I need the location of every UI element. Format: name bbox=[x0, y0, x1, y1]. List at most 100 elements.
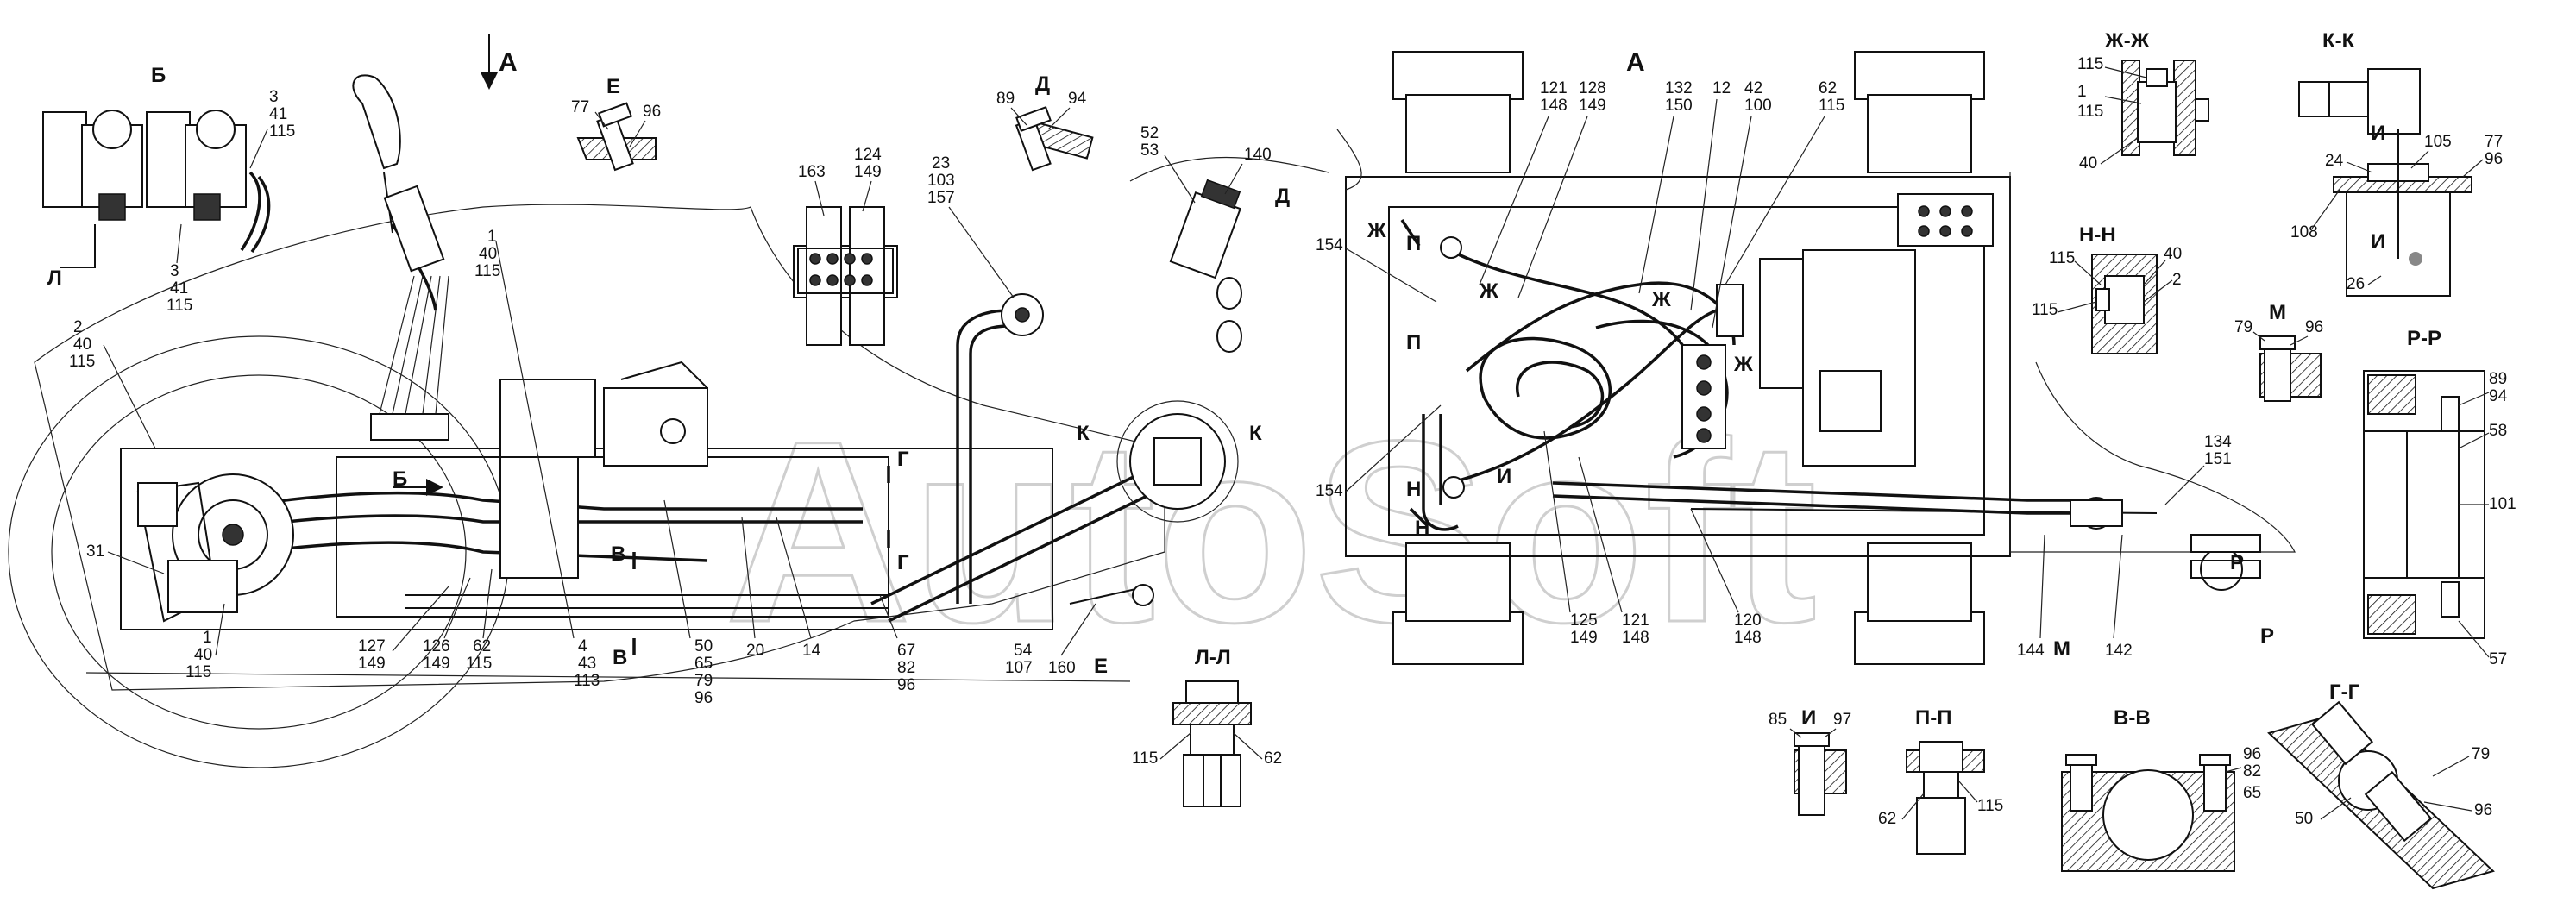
callout-96: 96 bbox=[2485, 150, 2503, 168]
callout-1: 1 bbox=[203, 629, 212, 647]
callout-121: 121 bbox=[1622, 611, 1649, 630]
section-v-v: В-В 96 82 65 bbox=[2061, 706, 2261, 872]
callout-157: 157 bbox=[927, 189, 955, 207]
callout-115: 115 bbox=[2032, 301, 2058, 319]
cut-mark-v-top: В bbox=[611, 542, 625, 566]
cut-mark-k-left: К bbox=[1077, 422, 1090, 445]
cut-mark-i: И bbox=[2371, 122, 2385, 145]
callout-96: 96 bbox=[897, 676, 915, 694]
callout-115: 115 bbox=[166, 297, 192, 315]
view-b: Б Л 3 41 115 3 41 115 bbox=[42, 64, 295, 315]
callout-144: 144 bbox=[2017, 642, 2045, 660]
section-n-n: Н-Н 115 40 2 115 bbox=[2032, 223, 2182, 354]
section-p-p: П-П 62 115 bbox=[1878, 706, 2003, 855]
callout-101: 101 bbox=[2489, 495, 2516, 513]
callout-79: 79 bbox=[694, 672, 713, 690]
callout-94: 94 bbox=[1068, 90, 1087, 108]
section-zh-zh-title: Ж-Ж bbox=[2104, 29, 2150, 53]
callout-132: 132 bbox=[1665, 79, 1693, 97]
callout-89: 89 bbox=[996, 90, 1015, 108]
callout-53: 53 bbox=[1140, 141, 1159, 160]
callout-125: 125 bbox=[1570, 611, 1598, 630]
callout-40: 40 bbox=[479, 245, 497, 263]
callout-1: 1 bbox=[487, 228, 497, 246]
callout-154: 154 bbox=[1316, 482, 1343, 500]
section-k-k: К-К И И 24 105 77 96 108 26 bbox=[2290, 29, 2503, 297]
cut-mark-g-top: Г bbox=[897, 448, 909, 471]
view-b-title: Б bbox=[151, 64, 166, 87]
callout-107: 107 bbox=[1005, 659, 1033, 677]
cut-mark-p: П bbox=[1406, 331, 1421, 354]
callout-67: 67 bbox=[897, 642, 915, 660]
callout-163: 163 bbox=[798, 163, 826, 181]
callout-134: 134 bbox=[2204, 433, 2232, 451]
cut-mark-p: П bbox=[1406, 232, 1421, 255]
callout-124: 124 bbox=[854, 146, 882, 164]
callout-79: 79 bbox=[2472, 745, 2490, 763]
callout-3: 3 bbox=[269, 88, 279, 106]
callout-96: 96 bbox=[694, 689, 713, 707]
callout-41: 41 bbox=[170, 279, 188, 298]
callout-41: 41 bbox=[269, 105, 287, 123]
callout-2: 2 bbox=[2172, 271, 2182, 289]
section-r-r: Р-Р 89 94 58 101 57 bbox=[2363, 327, 2516, 668]
callout-82: 82 bbox=[897, 659, 915, 677]
callout-148: 148 bbox=[1734, 629, 1762, 647]
callout-115: 115 bbox=[1977, 797, 2003, 815]
view-i: И 85 97 bbox=[1769, 706, 1851, 816]
callout-40: 40 bbox=[2079, 154, 2097, 172]
callout-154: 154 bbox=[1316, 236, 1343, 254]
callout-82: 82 bbox=[2243, 762, 2261, 781]
callout-26: 26 bbox=[2347, 275, 2365, 293]
section-k-k-title: К-К bbox=[2322, 29, 2355, 53]
callout-40: 40 bbox=[194, 646, 212, 664]
callout-126: 126 bbox=[423, 637, 450, 655]
callout-50: 50 bbox=[2295, 810, 2313, 828]
callout-3: 3 bbox=[170, 262, 179, 280]
callout-115: 115 bbox=[1132, 749, 1158, 768]
callout-149: 149 bbox=[1570, 629, 1598, 647]
callout-52: 52 bbox=[1140, 124, 1159, 142]
callout-115: 115 bbox=[1819, 97, 1844, 115]
callout-149: 149 bbox=[1579, 97, 1606, 115]
view-a-title: А bbox=[1626, 48, 1645, 77]
section-v-v-title: В-В bbox=[2114, 706, 2151, 730]
detail-52-140: 52 53 140 bbox=[1129, 124, 1329, 353]
callout-89: 89 bbox=[2489, 370, 2507, 388]
callout-77: 77 bbox=[571, 98, 589, 116]
view-m: М 79 96 bbox=[2234, 301, 2323, 402]
view-arrow-b-label: Б bbox=[393, 467, 407, 491]
callout-65: 65 bbox=[694, 655, 713, 673]
callout-128: 128 bbox=[1579, 79, 1606, 97]
callout-140: 140 bbox=[1244, 146, 1272, 164]
cut-mark-r: Р bbox=[2260, 624, 2274, 648]
callout-149: 149 bbox=[423, 655, 450, 673]
callout-96: 96 bbox=[2474, 801, 2492, 819]
callout-40: 40 bbox=[2164, 245, 2182, 263]
cut-mark-e: Е bbox=[1094, 655, 1108, 678]
callout-120: 120 bbox=[1734, 611, 1762, 630]
callout-62: 62 bbox=[1819, 79, 1837, 97]
callout-115: 115 bbox=[269, 122, 295, 141]
callout-108: 108 bbox=[2290, 223, 2318, 241]
callout-151: 151 bbox=[2204, 450, 2232, 468]
callout-50: 50 bbox=[694, 637, 713, 655]
cut-mark-zh: Ж bbox=[1479, 279, 1498, 303]
callout-115: 115 bbox=[185, 663, 211, 681]
callout-62: 62 bbox=[1264, 749, 1282, 768]
cut-mark-m: М bbox=[2053, 637, 2070, 661]
callout-160: 160 bbox=[1048, 659, 1076, 677]
section-n-n-title: Н-Н bbox=[2079, 223, 2116, 247]
callout-149: 149 bbox=[854, 163, 882, 181]
callout-113: 113 bbox=[574, 672, 600, 690]
view-d: Д 89 94 bbox=[996, 72, 1094, 172]
cut-mark-zh: Ж bbox=[1651, 288, 1671, 311]
callout-115: 115 bbox=[2077, 103, 2103, 121]
main-side-view bbox=[8, 34, 1239, 768]
section-r-r-title: Р-Р bbox=[2407, 327, 2441, 350]
callout-149: 149 bbox=[358, 655, 386, 673]
section-p-p-title: П-П bbox=[1915, 706, 1952, 730]
callout-97: 97 bbox=[1833, 711, 1851, 729]
callout-148: 148 bbox=[1540, 97, 1568, 115]
view-e-title: Е bbox=[606, 75, 620, 98]
